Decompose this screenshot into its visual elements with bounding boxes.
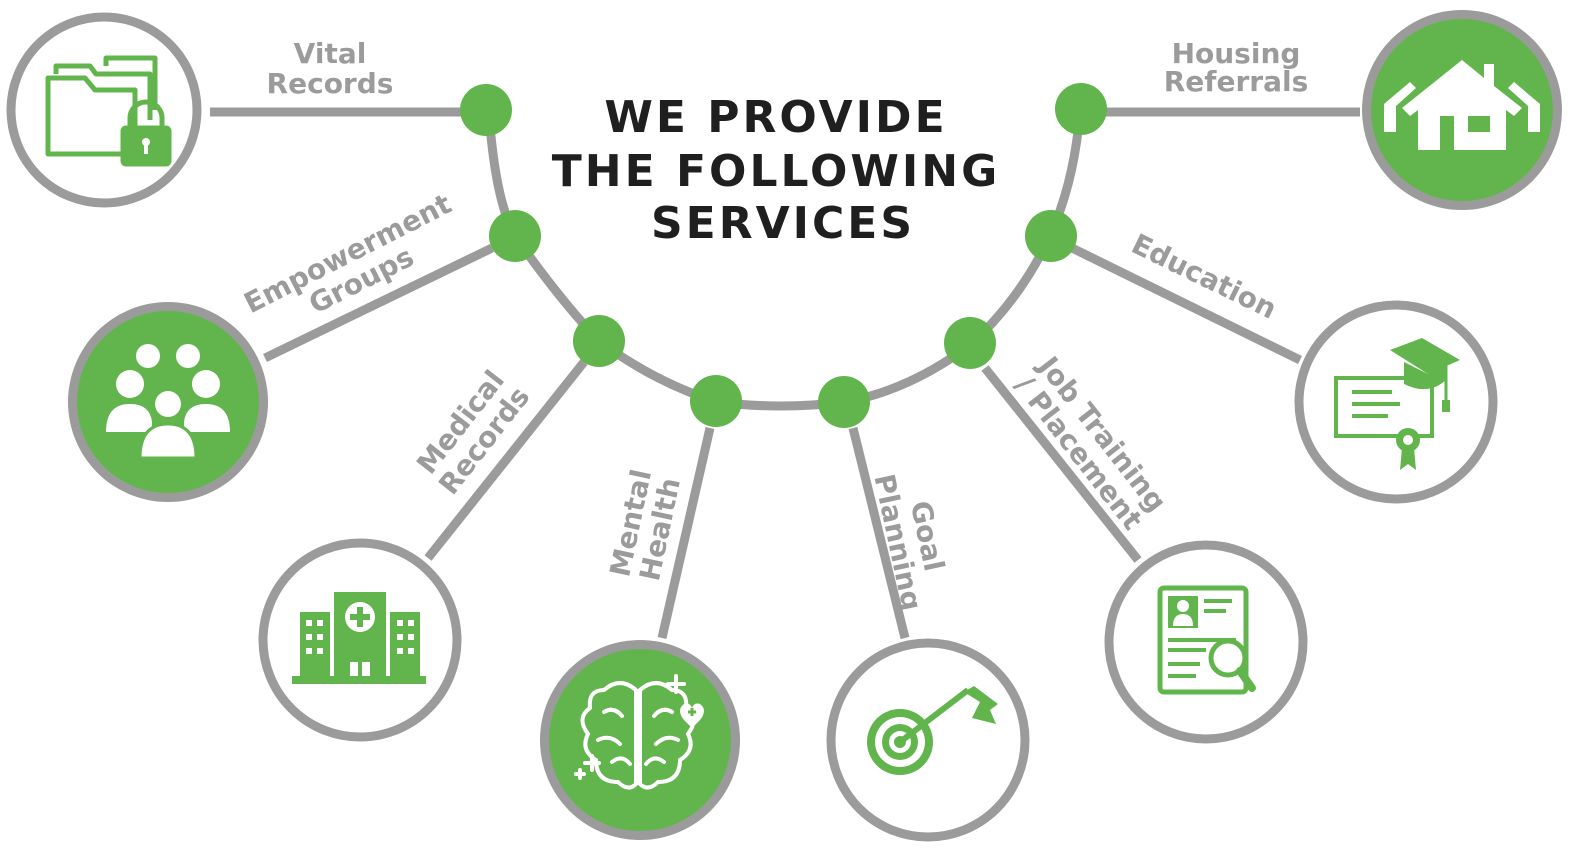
- service-mental-health: [540, 640, 740, 840]
- houses-icon: [1384, 60, 1540, 150]
- label-line: Vital: [294, 37, 367, 70]
- hospital-icon: [292, 592, 426, 684]
- node-medical-records: [573, 315, 625, 367]
- diploma-cap-icon: [1334, 338, 1460, 470]
- node-housing-referrals: [1055, 83, 1107, 135]
- target-flag-icon: [867, 686, 998, 775]
- spoke-empowerment-groups: [263, 243, 494, 363]
- spoke-goal-planning: [848, 426, 910, 640]
- label-line: Records: [267, 67, 394, 100]
- service-housing-referrals: [1362, 10, 1562, 210]
- label-empowerment-groups: Empowerment Groups: [239, 187, 457, 320]
- label-vital-records: Vital Records: [267, 37, 394, 100]
- title-line-2: THE FOLLOWING: [552, 146, 1000, 197]
- resume-search-icon: [1157, 585, 1256, 695]
- label-goal-planning: Goal Planning: [867, 471, 950, 613]
- service-education: [1294, 300, 1498, 504]
- people-group-icon: [106, 344, 230, 460]
- node-job-training: [944, 317, 996, 369]
- node-vital-records: [460, 84, 512, 136]
- folder-lock-icon: [45, 55, 172, 167]
- spoke-medical-records: [424, 359, 588, 561]
- node-empowerment-groups: [489, 210, 541, 262]
- label-job-training: Job Training / Placement: [1009, 349, 1174, 536]
- label-line: Referrals: [1164, 65, 1309, 98]
- page-title: WE PROVIDE THE FOLLOWING SERVICES: [552, 92, 1000, 249]
- label-line: Housing: [1172, 37, 1301, 70]
- service-job-training: [1104, 540, 1308, 744]
- service-medical-records: [258, 538, 462, 742]
- brain-icon: [574, 674, 696, 790]
- service-vital-records: [6, 12, 202, 208]
- label-medical-records: Medical Records: [410, 364, 536, 501]
- node-goal-planning: [818, 376, 870, 428]
- service-goal-planning: [826, 638, 1030, 842]
- spoke-education: [1070, 243, 1302, 365]
- label-housing-referrals: Housing Referrals: [1164, 37, 1309, 98]
- node-education: [1025, 210, 1077, 262]
- service-empowerment-groups: [68, 302, 268, 502]
- spoke-mental-health: [657, 426, 715, 640]
- title-line-1: WE PROVIDE: [604, 92, 947, 143]
- node-mental-health: [690, 375, 742, 427]
- title-line-3: SERVICES: [651, 198, 915, 249]
- spoke-job-training: [981, 365, 1142, 563]
